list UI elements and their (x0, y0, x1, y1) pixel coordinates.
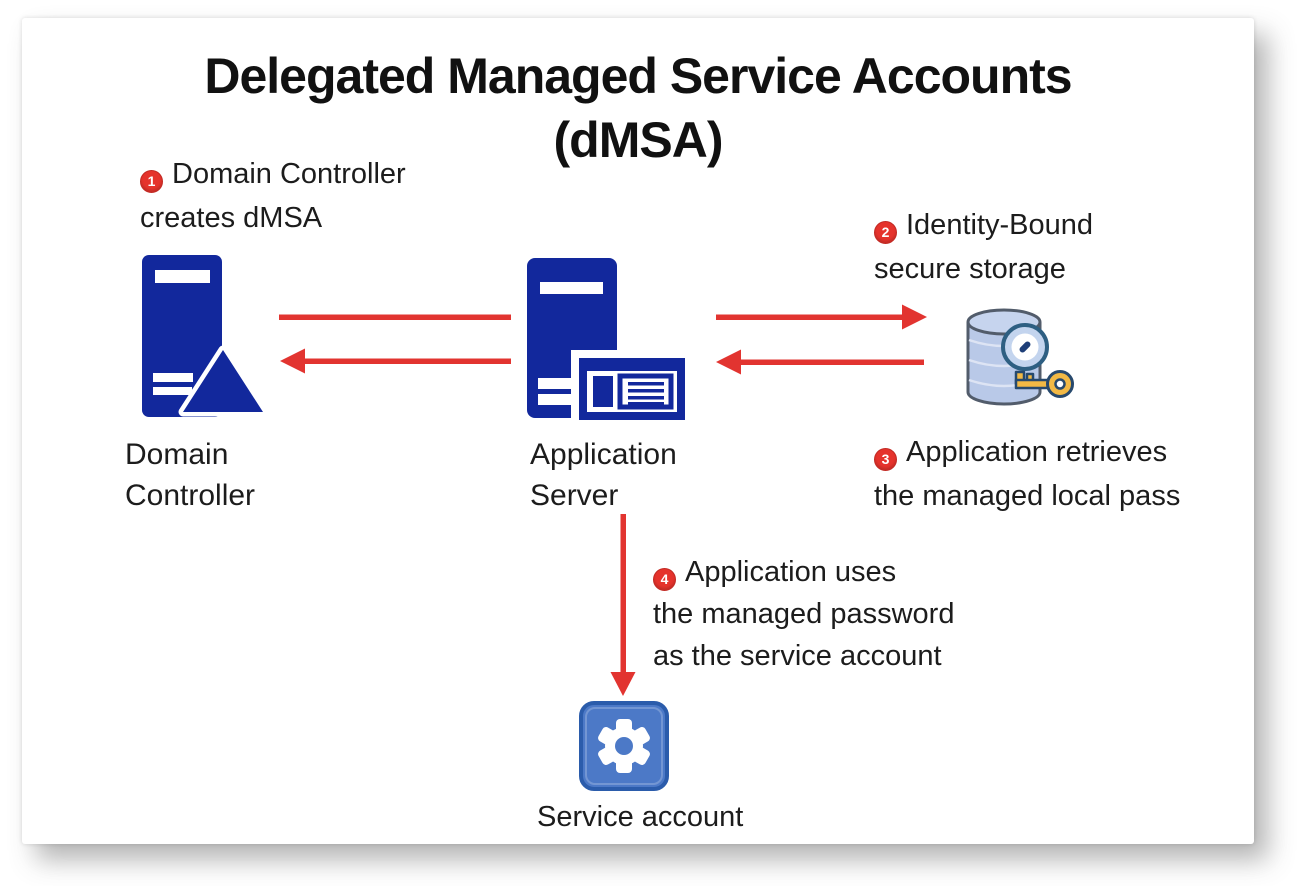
annotation-1-line1: Domain Controller (172, 158, 406, 190)
annotation-2-line2: secure storage (874, 253, 1066, 285)
annotation-4-line1: Application uses (685, 556, 897, 588)
application-server-label: Application Server (530, 438, 677, 512)
step-1-badge: 1 (140, 169, 163, 193)
annotation-4-line2: the managed password (653, 598, 955, 630)
annotation-4-line3: as the service account (653, 640, 942, 672)
page-title-line1: Delegated Managed Service Accounts (204, 48, 1072, 104)
annotation-step-4: 4 Application uses the managed password a… (653, 551, 954, 677)
annotation-2-line1: Identity-Bound (906, 209, 1094, 241)
annotation-step-2: 2 Identity-Bound secure storage (874, 203, 1093, 291)
page-title: Delegated Managed Service Accounts (dMSA… (22, 44, 1254, 172)
annotation-step-1: 1 Domain Controller creates dMSA (140, 152, 406, 240)
step-4-badge: 4 (653, 567, 676, 591)
server-alert-triangle-icon (142, 255, 266, 417)
server-card-icon (527, 258, 685, 422)
annotation-1-line2: creates dMSA (140, 202, 323, 234)
annotation-3-line1: Application retrieves (906, 436, 1168, 468)
page-title-line2: (dMSA) (553, 112, 724, 168)
annotation-3-line2: the managed local pass (874, 480, 1181, 512)
database-lock-key-icon (966, 308, 1074, 406)
domain-controller-label: Domain Controller (125, 438, 256, 512)
gear-icon (579, 701, 669, 791)
step-3-badge: 3 (874, 447, 897, 471)
annotation-step-3: 3 Application retrieves the managed local… (874, 430, 1180, 518)
service-account-label: Service account (537, 801, 744, 833)
step-2-badge: 2 (874, 220, 897, 244)
